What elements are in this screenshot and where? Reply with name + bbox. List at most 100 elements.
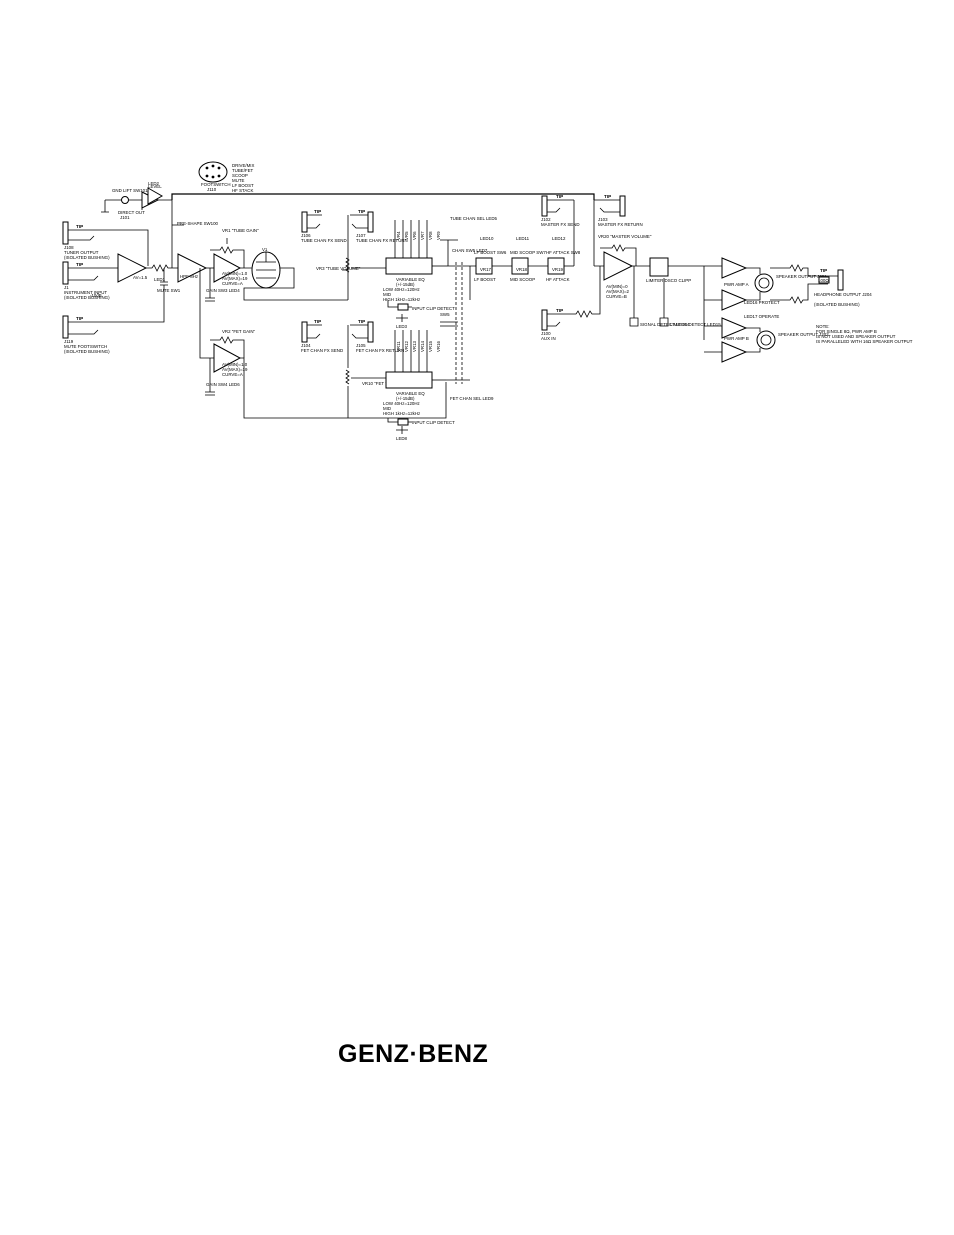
tube-gain-switch: GAIN SW3 LED4 [206,288,240,293]
fet-fx-send-jack[interactable]: TIP J104 FET CHAN FX SEND [301,319,343,353]
fet-eq-pot: VR12 [404,340,409,352]
aux-tag: TIP [556,308,563,313]
input-gain-label: AV=1.5 [133,275,148,280]
hpf-stage: HPF-8Hz [177,253,214,283]
fet-clip-detect: INPUT CLIP DETECT LED8 [387,418,455,441]
master-fx-send-jack[interactable]: TIP J102 MASTER FX SEND [541,194,580,227]
footswitch-pin: TUBE/FET [232,168,254,173]
lf-boost-stage[interactable]: LF BOOST SW6 LED10 LF BOOST VR17 [470,236,512,282]
fet-gain-switch: GAIN SW4 LED6 [206,382,240,387]
fet-chan-led: FET CHAN SEL LED9 [450,396,494,401]
fet-fx-return-tag: TIP [358,319,365,324]
speaker-a-label: SPEAKER OUTPUT J201 [776,274,827,279]
channel-switch[interactable]: CHAN SW5 LED7 SW5 FET CHAN SEL LED9 [440,248,494,401]
tube-eq-band: HIGH 1kHz=12kHz [383,297,420,302]
tube-fx-return-ref: J107 [356,233,366,238]
pre-shape-switch[interactable]: PRE-SHAPE SW100 LED2 [147,181,219,268]
instrument-jack[interactable]: TIP J1 INSTRUMENT INPUT (ISOLATED BUSHIN… [62,261,110,300]
fet-eq-band: MID [383,406,391,411]
tube-volume-pot[interactable]: VR3 "TUBE VOLUME" [316,255,386,300]
tube-eq-pot: VR7 [420,231,425,240]
tube-fx-send-name: TUBE CHAN FX SEND [301,238,347,243]
fet-volume-pot[interactable]: VR10 "FET VOLUME" [345,369,406,418]
lf-led: LED10 [480,236,494,241]
tube-eq-band: MID [383,292,391,297]
chan-switch-sw: SW5 [440,312,450,317]
tube-fx-send-jack[interactable]: TIP J106 TUBE CHAN FX SEND [301,209,347,243]
aux-in-jack[interactable]: TIP J100 AUX IN [541,266,601,341]
tube-eq-title: VARIABLE EQ [396,277,425,282]
headphone-jack[interactable]: TIP 100Ω HEADPHONE OUTPUT J204 (ISOLATED… [814,268,872,307]
aux-name: AUX IN [541,336,556,341]
output-notes: NOTE: FOR SINGLE 8Ω, PWR AMP B IS NOT US… [816,324,913,344]
tube-clip-label: INPUT CLIP DETECT [412,306,455,311]
fet-eq-range: (+/-15dB) [396,396,415,401]
hf-attack-stage[interactable]: HF ATTACK SW8 LED12 HF ATTACK VR19 [546,236,581,282]
fet-eq-pot: VR16 [436,340,441,352]
instrument-ref: J1 [64,285,69,290]
tube-clip-led: LED3 [396,324,408,329]
genz-benz-logo: GENZ·BENZ [338,1040,489,1068]
fet-fx-return-name: FET CHAN FX RETURN [356,348,404,353]
fet-clip-label: INPUT CLIP DETECT [412,420,455,425]
power-amp-a: PWR AMP A SPEAKER OUTPUT J201 LED16 PROT… [703,257,827,353]
fet-volume-label: VR10 "FET VOLUME" [362,381,406,386]
fet-fx-return-jack[interactable]: TIP J105 FET CHAN FX RETURN [347,319,404,368]
footswitch-connector[interactable]: FOOTSWITCH J110 DRIVE/MIX TUBE/FET SCOOP… [198,161,255,193]
mid-scoop-stage[interactable]: MID SCOOP SW7 LED11 MID SCOOP VR18 [510,236,548,282]
tube-volume-label: VR3 "TUBE VOLUME" [316,266,361,271]
tube-gain-spec: CURVE=A [222,281,243,286]
master-volume-stage[interactable]: VR20 "MASTER VOLUME" AV(MIN)=0 AV(MAX)=2… [573,200,652,299]
mid-stage: MID SCOOP [510,277,535,282]
limiter-block: LIMITER DSCO CLIPP SIGNAL DETECT LED14 L… [629,257,721,327]
mid-led: LED11 [516,236,530,241]
master-fx-return-jack[interactable]: TIP J103 MASTER FX RETURN [593,194,643,266]
fet-gain-spec: AV(MIN)=1.0 [222,362,248,367]
master-send-name: MASTER FX SEND [541,222,580,227]
master-return-tag: TIP [604,194,611,199]
tube-fx-return-jack[interactable]: TIP J107 TUBE CHAN FX RETURN [347,209,408,255]
tube-v1: V1 [240,247,348,301]
tube-gain-stage: VR1 "TUBE GAIN" AV(MIN)=1.0 AV(MAX)=19 C… [205,228,259,302]
tube-gain-spec: AV(MIN)=1.0 [222,271,248,276]
tube-channel-select[interactable]: TUBE CHAN SEL LED5 [440,216,497,266]
direct-level: LEVEL [148,184,162,189]
protect-led: LED16 PROTECT [744,300,780,305]
direct-sw-label: GND LIFT SW101 [112,188,148,193]
fet-gain-spec: CURVE=A [222,372,243,377]
fet-fx-send-name: FET CHAN FX SEND [301,348,343,353]
fet-fx-send-ref: J104 [301,343,311,348]
tuner-jack[interactable]: TIP J108 TUNER OUTPUT (ISOLATED BUSHING) [62,221,110,260]
fet-fx-return-ref: J105 [356,343,366,348]
tube-fx-send-tag: TIP [314,209,321,214]
hf-stage: HF ATTACK [546,277,570,282]
instrument-note: (ISOLATED BUSHING) [64,295,110,300]
footswitch-name: FOOTSWITCH [201,182,231,187]
mute-jack[interactable]: TIP J119 MUTE FOOTSWITCH (ISOLATED BUSHI… [62,300,165,354]
tube-gain-spec: AV(MAX)=19 [222,276,248,281]
hf-ref: VR19 [552,267,564,272]
fet-eq-title: VARIABLE EQ [396,391,425,396]
hf-sw: HF ATTACK SW8 [546,250,581,255]
fet-eq-band: HIGH 1kHz=12kHz [383,411,420,416]
input-gain-stage: AV=1.5 LED1 MUTE SW1 [98,229,181,300]
tuner-tag: TIP [76,224,83,229]
footswitch-pin: DRIVE/MIX [232,163,255,168]
fet-gain-pot: VR2 "FET GAIN" [222,329,255,334]
footswitch-pin: HF STACK [232,188,253,193]
tube-v1-label: V1 [262,247,268,252]
note-line: IS NOT USED AND SPEAKER OUTPUT [816,334,896,339]
fet-eq-pot: VR11 [396,341,401,352]
tube-fx-send-ref: J106 [301,233,311,238]
tube-eq-band: LOW 40Hz=120Hz [383,287,420,292]
master-pot: VR20 "MASTER VOLUME" [598,234,652,239]
note-line: IS PARALLELED WITH 16Ω SPEAKER OUTPUT [816,339,913,344]
hpf-label: HPF-8Hz [180,274,198,279]
tube-eq-pot: VR6 [412,231,417,240]
tube-eq-pot: VR4 [396,231,401,240]
direct-out: GND LIFT SW101 DIRECT OUT J101 LEVEL [101,184,172,220]
power-amp-b: PWR AMP B SPEAKER OUTPUT J202 [721,317,829,363]
signal-detect: SIGNAL DETECT LED14 [640,322,690,327]
pwr-amp-b-label: PWR AMP B [724,336,749,341]
mute-ref: J119 [64,339,74,344]
